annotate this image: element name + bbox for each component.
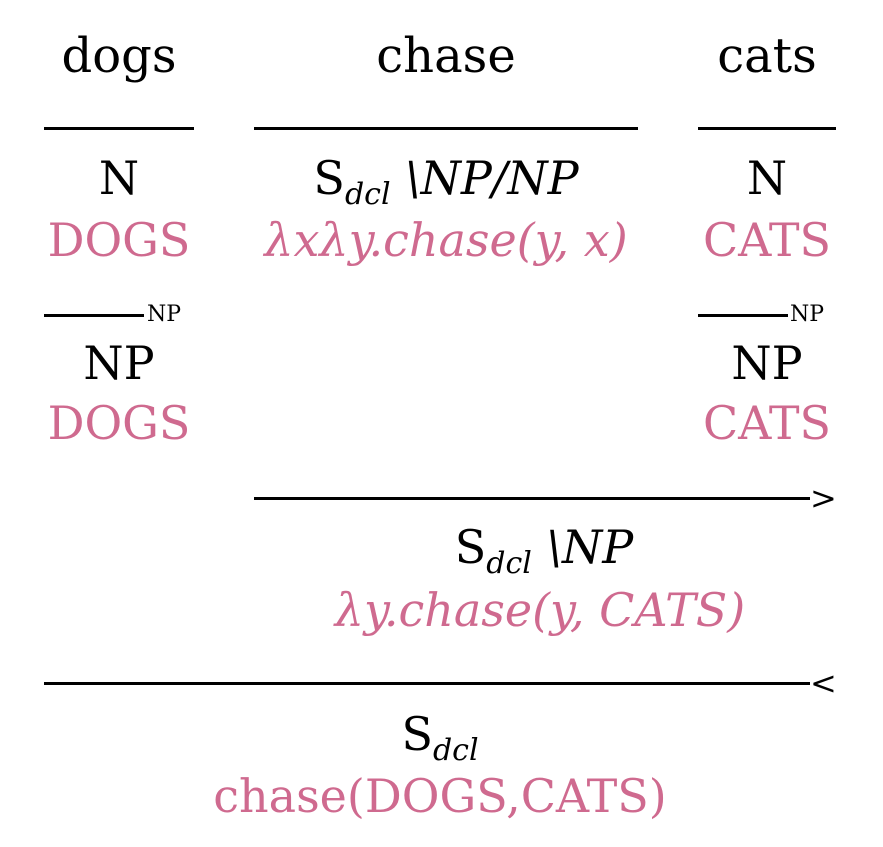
forward-result-semantics: λy.chase(y, CATS): [334, 583, 746, 637]
forward-result-rest: \NP: [531, 520, 634, 574]
backward-application-rule: [44, 682, 810, 685]
final-category: Sdcl: [240, 711, 640, 766]
final-category-sub: dcl: [432, 733, 479, 768]
category-chase: Sdcl \NP/NP: [254, 155, 638, 210]
category-dogs: N: [44, 155, 194, 201]
category-chase-rest: \NP/NP: [390, 151, 579, 205]
category-cats-base: N: [746, 151, 788, 205]
forward-result-category: Sdcl \NP: [344, 524, 744, 579]
word-dogs: dogs: [61, 28, 177, 84]
typechange-rule-dogs: [44, 314, 144, 317]
semantics-cats: CATS: [702, 213, 832, 267]
typechange-rule-cats: [698, 314, 788, 317]
np-category-dogs: NP: [83, 336, 155, 390]
forward-application-symbol: >: [810, 479, 837, 517]
lexical-rule-chase: [254, 127, 638, 130]
typechange-label-cats: NP: [790, 302, 825, 327]
lexical-rule-dogs: [44, 127, 194, 130]
forward-result-base: S: [454, 520, 487, 574]
category-cats: N: [698, 155, 836, 201]
category-dogs-base: N: [98, 151, 140, 205]
final-category-base: S: [401, 707, 433, 761]
np-semantics-cats: CATS: [702, 396, 832, 450]
word-chase: chase: [376, 28, 516, 84]
typechange-label-dogs: NP: [147, 302, 182, 327]
forward-application-rule: [254, 497, 810, 500]
category-chase-base: S: [313, 151, 345, 205]
semantics-dogs: DOGS: [47, 213, 191, 267]
np-semantics-dogs: DOGS: [47, 396, 191, 450]
semantics-chase: λxλy.chase(y, x): [264, 213, 628, 267]
final-semantics: chase(DOGS,CATS): [213, 769, 667, 823]
lexical-rule-cats: [698, 127, 836, 130]
category-chase-sub: dcl: [344, 177, 391, 212]
backward-application-symbol: <: [810, 664, 837, 702]
word-cats: cats: [717, 28, 817, 84]
forward-result-sub: dcl: [486, 546, 532, 581]
np-category-cats: NP: [731, 336, 803, 390]
